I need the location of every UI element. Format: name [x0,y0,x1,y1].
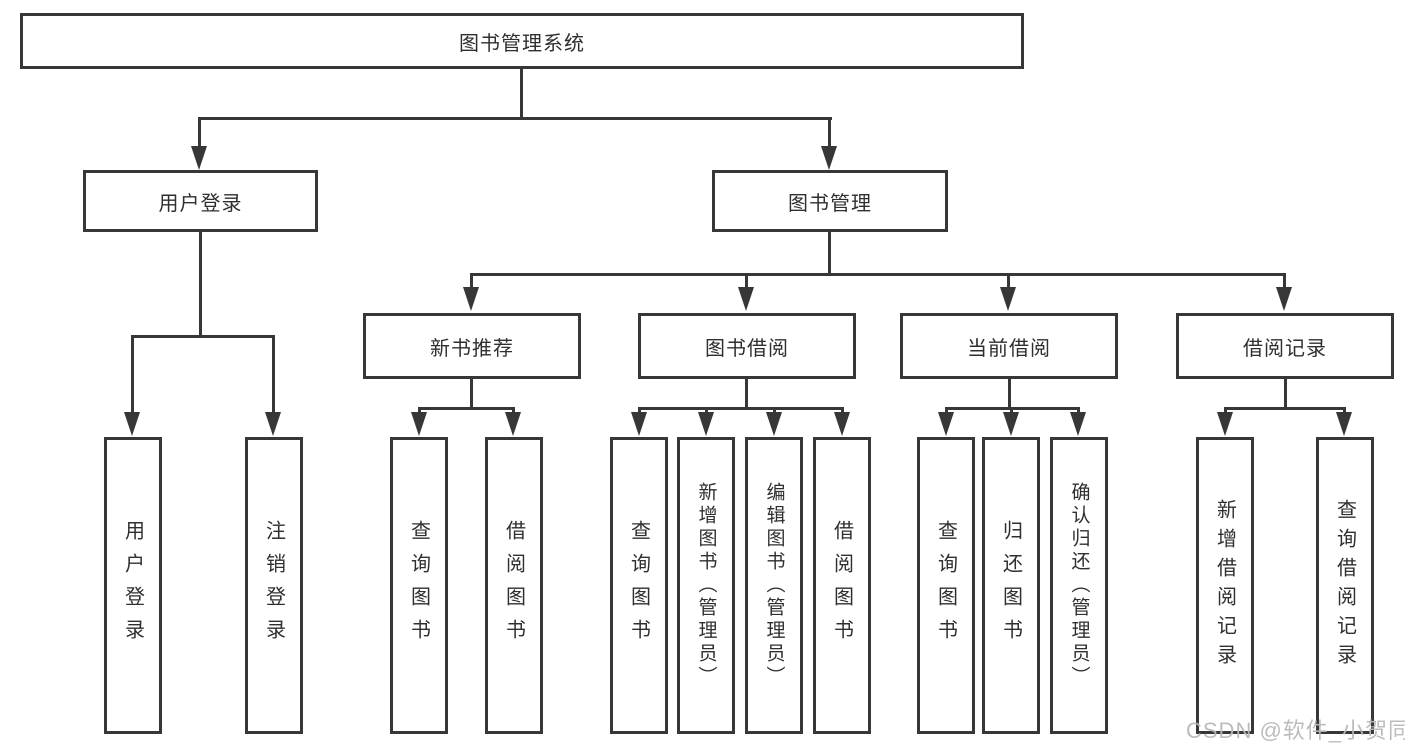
leaf-recommend-borrow-books: 借阅图书 [485,437,543,734]
arrow-icon [1003,412,1019,436]
connector-line [1284,379,1287,407]
leaf-borrow-query-books: 查询图书 [610,437,668,734]
connector-line [1224,407,1227,414]
connector-line [1007,273,1010,288]
connector-line [745,379,748,407]
leaf-confirm-return-admin: 确认归还（管理员） [1050,437,1108,734]
connector-line [199,232,202,335]
connector-line [131,335,134,413]
node-book-management: 图书管理 [712,170,948,232]
arrow-icon [1276,287,1292,311]
connector-line [272,335,275,413]
connector-line [1077,407,1080,414]
leaf-user-login: 用户登录 [104,437,162,734]
connector-line [198,117,832,120]
connector-line [131,335,275,338]
arrow-icon [191,146,207,170]
connector-line [945,407,948,414]
leaf-add-borrow-record: 新增借阅记录 [1196,437,1254,734]
connector-line [638,407,843,410]
arrow-icon [738,287,754,311]
arrow-icon [631,412,647,436]
node-current-borrow: 当前借阅 [900,313,1118,379]
arrow-icon [124,412,140,436]
connector-line [1008,379,1011,407]
connector-line [418,407,421,414]
arrow-icon [1217,412,1233,436]
arrow-icon [1070,412,1086,436]
leaf-borrow-books: 借阅图书 [813,437,871,734]
connector-line [470,379,473,407]
connector-line [745,273,748,288]
connector-line [418,407,515,410]
connector-line [773,407,776,414]
leaf-current-query-books: 查询图书 [917,437,975,734]
connector-line [1224,407,1345,410]
arrow-icon [698,412,714,436]
connector-line [198,117,201,148]
arrow-icon [821,146,837,170]
leaf-edit-books-admin: 编辑图书（管理员） [745,437,803,734]
connector-line [1283,273,1286,288]
leaf-logout: 注销登录 [245,437,303,734]
connector-line [828,117,831,148]
connector-line [841,407,844,414]
node-root: 图书管理系统 [20,13,1024,69]
connector-line [470,273,1285,276]
node-new-book-recommend: 新书推荐 [363,313,581,379]
connector-line [1343,407,1346,414]
leaf-return-books: 归还图书 [982,437,1040,734]
arrow-icon [834,412,850,436]
leaf-add-books-admin: 新增图书（管理员） [677,437,735,734]
csdn-watermark: CSDN @软件_小贺同学 [1186,718,1405,743]
connector-line [638,407,641,414]
arrow-icon [1000,287,1016,311]
connector-line [705,407,708,414]
arrow-icon [938,412,954,436]
leaf-recommend-query-books: 查询图书 [390,437,448,734]
arrow-icon [766,412,782,436]
connector-line [470,273,473,288]
connector-line [520,69,523,117]
node-book-borrow: 图书借阅 [638,313,856,379]
arrow-icon [463,287,479,311]
leaf-query-borrow-record: 查询借阅记录 [1316,437,1374,734]
arrow-icon [1336,412,1352,436]
arrow-icon [411,412,427,436]
connector-line [512,407,515,414]
arrow-icon [265,412,281,436]
node-user-login: 用户登录 [83,170,318,232]
connector-line [1010,407,1013,414]
connector-line [828,232,831,273]
arrow-icon [505,412,521,436]
node-borrow-records: 借阅记录 [1176,313,1394,379]
